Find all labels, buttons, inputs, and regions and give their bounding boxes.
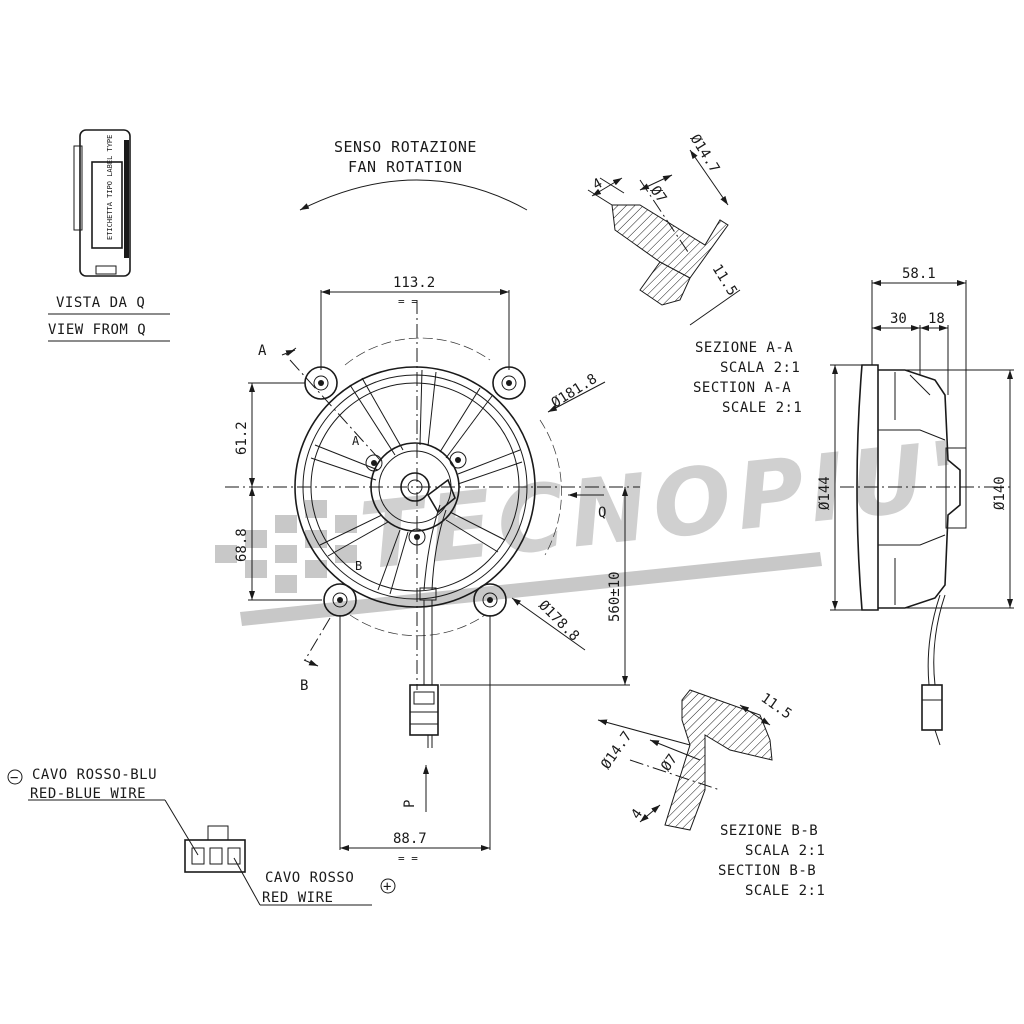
section-bb-dim-height: 11.5 (758, 690, 795, 722)
view-q-label-text: ETICHETTA TIPO LABEL TYPE (106, 135, 114, 240)
section-bb-scale-en: SCALE 2:1 (745, 883, 825, 899)
neg-wire-label-en: RED-BLUE WIRE (30, 786, 146, 802)
section-bb-dim-thick: 4 (628, 806, 646, 822)
section-bb-title-en: SECTION B-B (718, 863, 816, 879)
side-dim-30: 30 (890, 311, 907, 327)
side-dim-d144: Ø144 (817, 476, 833, 510)
dim-diameter-178: Ø178.8 (535, 598, 582, 645)
section-marker-b: B (300, 678, 309, 694)
side-dim-d140: Ø140 (992, 476, 1008, 510)
neg-symbol: − (10, 770, 19, 786)
view-marker-q: Q (598, 505, 607, 521)
rotation-label-it: SENSO ROTAZIONE (334, 138, 477, 156)
dim-diameter-181: Ø181.8 (549, 371, 600, 411)
section-aa-title-it: SEZIONE A-A (695, 340, 793, 356)
rotation-label-en: FAN ROTATION (348, 158, 462, 176)
pos-wire-label-it: CAVO ROSSO (265, 870, 354, 886)
dim-upper-height: 61.2 (234, 421, 250, 455)
section-aa-title-en: SECTION A-A (693, 380, 791, 396)
dim-bottom-equal: = = (398, 852, 418, 865)
dim-top-width: 113.2 (393, 275, 435, 291)
side-dim-18: 18 (928, 311, 945, 327)
view-from-q: ETICHETTA TIPO LABEL TYPE VISTA DA Q VIE… (48, 129, 170, 342)
fan-side-view: 58.1 30 18 Ø144 Ø140 (817, 266, 1014, 746)
dim-lower-height: 68.8 (234, 528, 250, 562)
section-aa-dim-inner: Ø7 (647, 183, 670, 206)
pos-wire-label-en: RED WIRE (262, 890, 333, 906)
dim-cable-length: 560±10 (607, 571, 623, 622)
pos-symbol: + (383, 879, 392, 895)
section-b-b: 11.5 Ø14.7 Ø7 4 SEZIONE B-B SCALA 2:1 SE… (597, 689, 825, 899)
section-bb-scale-it: SCALA 2:1 (745, 843, 825, 859)
section-bb-dim-outer: Ø14.7 (598, 729, 635, 773)
section-aa-scale-it: SCALA 2:1 (720, 360, 800, 376)
view-q-title-en: VIEW FROM Q (48, 322, 146, 338)
section-aa-scale-en: SCALE 2:1 (722, 400, 802, 416)
watermark-checker-logo (215, 500, 822, 626)
section-bb-dim-inner: Ø7 (658, 751, 681, 774)
dim-top-equal: = = (398, 295, 418, 308)
section-aa-dim-height: 11.5 (709, 262, 740, 299)
side-dim-total: 58.1 (902, 266, 936, 282)
fan-rotation: SENSO ROTAZIONE FAN ROTATION (299, 138, 528, 211)
rotation-arrow (299, 179, 528, 211)
section-bb-title-it: SEZIONE B-B (720, 823, 818, 839)
section-a-a: 4 Ø7 Ø14.7 11.5 SEZIONE A-A SCALA 2:1 SE… (587, 132, 802, 416)
neg-wire-label-it: CAVO ROSSO-BLU (32, 767, 157, 783)
section-marker-a-inner: A (352, 434, 360, 448)
section-marker-b-inner: B (355, 559, 363, 573)
view-q-title-it: VISTA DA Q (56, 295, 145, 311)
connector-detail: − CAVO ROSSO-BLU RED-BLUE WIRE CAVO ROSS… (7, 767, 396, 906)
section-aa-dim-thick: 4 (590, 175, 605, 193)
dim-bottom-width: 88.7 (393, 831, 427, 847)
view-marker-p: P (402, 799, 418, 808)
section-marker-a: A (258, 343, 267, 359)
